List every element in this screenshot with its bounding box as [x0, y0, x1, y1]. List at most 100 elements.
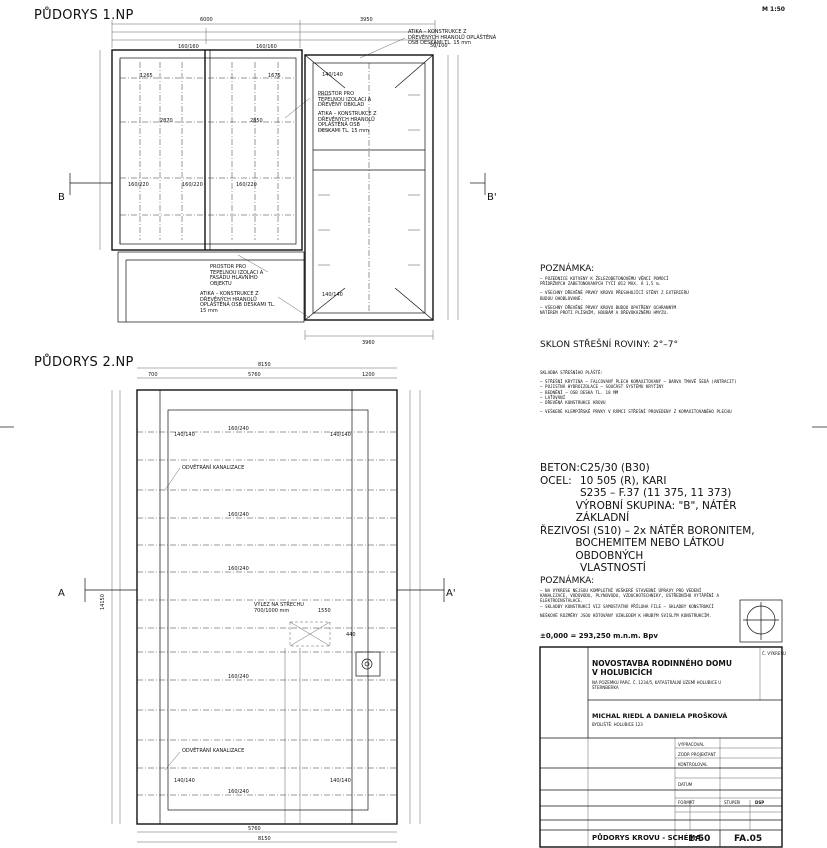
- beam-label: 140/140: [174, 778, 195, 784]
- annotation-odvetrani: ODVĚTRÁNÍ KANALIZACE: [182, 748, 245, 754]
- note-item: – VŠECHNY DŘEVĚNÉ PRVKY KROVU PŘESAHUJÍC…: [540, 290, 689, 301]
- investor-name: MICHAL RIEDL A DANIELA PROŠKOVÁ: [592, 712, 728, 720]
- note-item: – NA VÝKRESE NEJSOU KOMPLETNÍ VEŠKERÉ ST…: [540, 588, 719, 604]
- notes-list-2: – NA VÝKRESE NEJSOU KOMPLETNÍ VEŠKERÉ ST…: [540, 588, 730, 618]
- plan-1np-title: PŮDORYS 1.NP: [34, 8, 134, 23]
- chimney: [355, 651, 381, 677]
- drawing-number: FA.05: [734, 834, 763, 844]
- section-mark-b-prime: B': [487, 192, 497, 203]
- materials: BETON:C25/30 (B30) OCEL: 10 505 (R), KARI…: [540, 462, 770, 575]
- notes-title-2: POZNÁMKA:: [540, 576, 595, 586]
- plan-2np: [84, 367, 445, 843]
- tb-row-label: DATUM: [678, 782, 693, 787]
- note-item: – SKLADBY KONSTRUKCÍ VIZ SAMOSTATNÁ PŘÍL…: [540, 603, 714, 609]
- dim-label: 3950: [360, 17, 373, 23]
- composition-item: – STŘEŠNÍ KRYTINA – FALCOVANÝ PLECH KOMA…: [540, 379, 737, 385]
- note-item: NEŠKOVÉ ROZMĚRY JSOU KÓTOVÁNY VZHLEDEM K…: [540, 612, 712, 618]
- dim-label: 6000: [200, 17, 213, 23]
- material-key: [540, 537, 575, 562]
- section-mark-a: A: [58, 588, 65, 599]
- material-key: [540, 562, 580, 575]
- material-value: VÝROBNÍ SKUPINA: "B", NÁTĚR ZÁKLADNÍ: [575, 499, 737, 525]
- beam-label: 140/140: [330, 778, 351, 784]
- section-mark-b: B: [58, 192, 65, 203]
- tb-row-label: ZODP. PROJEKTANT: [678, 752, 716, 757]
- plan-2np-title: PŮDORYS 2.NP: [34, 355, 134, 370]
- note-item: – VŠECHNY DŘEVĚNÉ PRVKY KROVU BUDOU OPAT…: [540, 304, 677, 316]
- beam-label: 160/240: [228, 512, 249, 518]
- annotation-vylez: VÝLEZ NA STŘECHU 700/1000 mm: [254, 602, 304, 614]
- annotation-atika-bot: ATIKA – KONSTRUKCE Z DŘEVĚNÝCH HRANOLŮ O…: [200, 291, 276, 314]
- plan-1np: [69, 20, 486, 340]
- project-title: NOVOSTAVBA RODINNÉHO DOMU V HOLUBICÍCH: [592, 659, 732, 677]
- notes-list: – POZEDNICE KOTVENY K ŽELEZOBETONOVÉMU V…: [540, 276, 690, 315]
- dim-label: 5760: [248, 372, 261, 378]
- dim-label: 1200: [362, 372, 375, 378]
- beam-label: 160/220: [128, 182, 149, 188]
- beam-label: 160/220: [182, 182, 203, 188]
- material-value: VLASTNOSTÍ: [580, 562, 646, 574]
- material-value: C25/30 (B30): [580, 462, 650, 474]
- composition-item: – POJISTNÁ HYDROIZOLACE – SOUČÁST SYSTÉM…: [540, 384, 664, 390]
- annotation-prostor: PROSTOR PRO TEPELNOU IZOLACI A DŘEVĚNÝ O…: [318, 91, 372, 108]
- dim-label: 440: [346, 632, 356, 638]
- tb-row-label: STUPEŇ: [724, 800, 740, 805]
- dim-label: 5760: [248, 826, 261, 832]
- annotation-atika-top: ATIKA – KONSTRUKCE Z DŘEVĚNÝCH HRANOLŮ O…: [408, 29, 497, 46]
- annotation-prostor-2: PROSTOR PRO TEPELNOU IZOLACI A FASÁDU HL…: [210, 264, 264, 287]
- note-item: – POZEDNICE KOTVENY K ŽELEZOBETONOVÉMU V…: [540, 276, 669, 287]
- notes-title: POZNÁMKA:: [540, 264, 595, 274]
- dim-label: 700: [148, 372, 158, 378]
- material-key: [540, 500, 576, 525]
- drawing-scale: 1:50: [688, 834, 711, 844]
- composition-title: SKLADBA STŘEŠNÍHO PLÁŠTĚ:: [540, 370, 604, 375]
- dim-label: 2870: [160, 118, 173, 124]
- tb-row-label: FORMÁT: [678, 800, 695, 805]
- beam-label: 50/100: [430, 43, 448, 49]
- beam-label: 140/140: [330, 432, 351, 438]
- material-key: [540, 487, 580, 500]
- roof-hatch: [289, 621, 331, 647]
- material-key: BETON:: [540, 462, 580, 474]
- beam-label: 160/240: [228, 566, 249, 572]
- height-datum: ±0,000 = 293,250 m.n.m. Bpv: [540, 632, 658, 640]
- composition-item: – BEDNĚNÍ – OSB DESKA TL. 18 MM: [540, 389, 619, 395]
- material-key: ŘEZIVO:: [540, 524, 583, 537]
- title-block: [539, 646, 783, 848]
- roof-slope: SKLON STŘEŠNÍ ROVINY: 2°–7°: [540, 340, 678, 350]
- beam-label: 160/160: [178, 44, 199, 50]
- material-value: SI (S10) – 2x NÁTĚR BORONITEM,: [580, 524, 755, 537]
- dim-label: 3960: [362, 340, 375, 346]
- beam-label: 160/240: [228, 674, 249, 680]
- composition-note: – VEŠKERÉ KLEMPÍŘSKÉ PRVKY V RÁMCI STŘEŠ…: [540, 409, 732, 415]
- material-key: OCEL:: [540, 474, 572, 487]
- format-label: Č. VÝKRESU: [762, 651, 786, 656]
- dim-label: 8150: [258, 362, 271, 368]
- dim-label: 1265: [140, 73, 153, 79]
- stage-value: DSP: [755, 800, 765, 805]
- scale-label: M 1:50: [762, 6, 785, 13]
- dim-label: 1675: [268, 73, 281, 79]
- roof-composition: SKLADBA STŘEŠNÍHO PLÁŠTĚ: – STŘEŠNÍ KRYT…: [540, 370, 740, 414]
- beam-label: 140/140: [322, 72, 343, 78]
- beam-label: 160/240: [228, 426, 249, 432]
- dim-label: 14150: [100, 594, 106, 610]
- material-value: 10 505 (R), KARI: [580, 474, 667, 487]
- composition-item: – DŘEVĚNÁ KONSTRUKCE KROVU: [540, 400, 606, 406]
- investor-sub: BYDLIŠTĚ: HOLUBICE 123: [592, 722, 643, 727]
- annotation-odvetrani: ODVĚTRÁNÍ KANALIZACE: [182, 465, 245, 471]
- annotation-atika-mid: ATIKA – KONSTRUKCE Z DŘEVĚNÝCH HRANOLŮ O…: [318, 111, 377, 134]
- dim-label: 2850: [250, 118, 263, 124]
- tb-row-label: VYPRACOVAL: [678, 742, 705, 747]
- beam-label: 160/160: [256, 44, 277, 50]
- drawing-title: PŮDORYS KROVU - SCHÉMA: [592, 834, 701, 842]
- beam-label: 140/140: [174, 432, 195, 438]
- material-value: S235 – F.37 (11 375, 11 373): [580, 487, 732, 499]
- project-subtitle: NA POZEMKU PARC. Č. 1234/5, KATASTRÁLNÍ …: [592, 680, 722, 690]
- north-arrow-frame: [739, 599, 783, 643]
- tb-row-label: KONTROLOVAL: [678, 762, 708, 767]
- composition-item: – LAŤOVÁNÍ: [540, 394, 566, 400]
- section-mark-a-prime: A': [446, 588, 456, 599]
- dim-label: 8150: [258, 836, 271, 842]
